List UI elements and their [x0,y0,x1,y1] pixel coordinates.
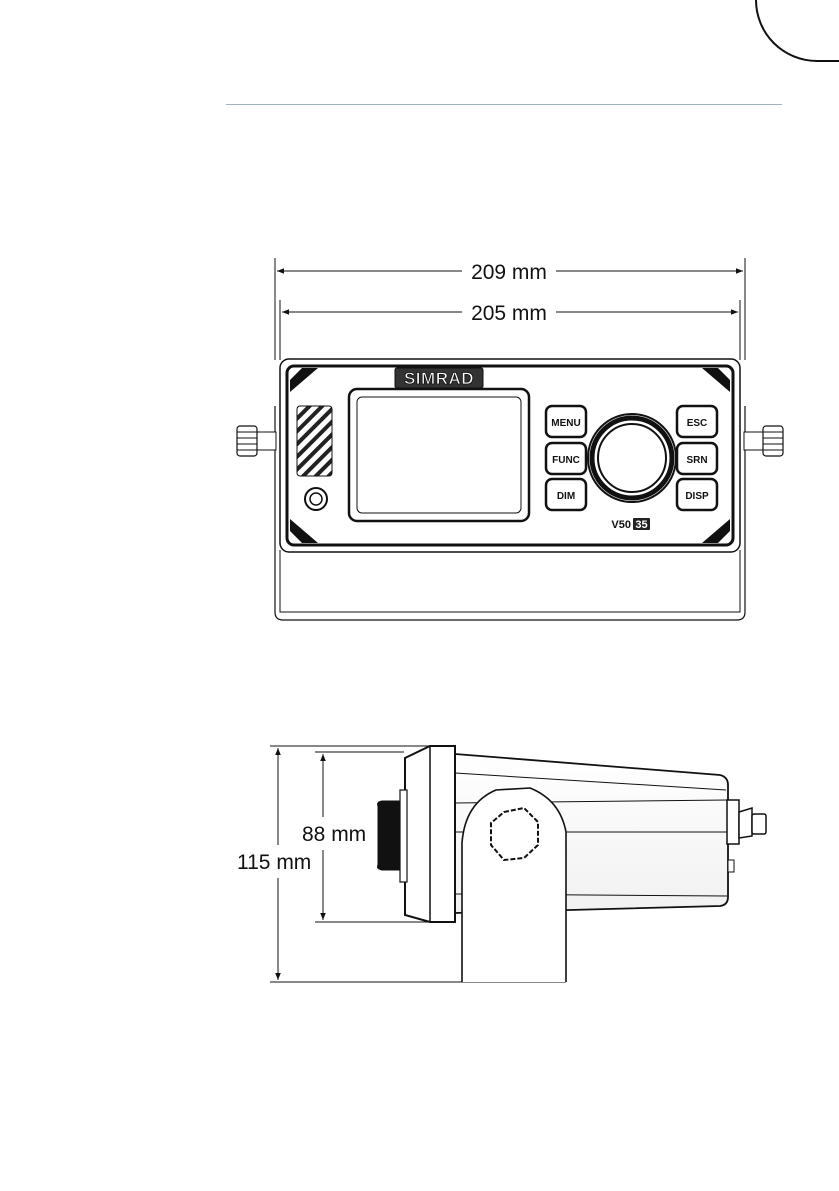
panel-lip [400,790,407,882]
bracket-knob-right [744,426,783,456]
srn-button-label: SRN [686,455,707,466]
rear-connector-plug [739,808,752,838]
menu-button[interactable]: MENU [546,406,586,437]
bracket-inner-edge [280,550,740,612]
disp-button-label: DISP [685,491,709,502]
speaker-grille [297,406,332,476]
panel-width-label: 205 mm [471,302,547,325]
knob-profile [378,801,401,870]
model-suffix: 35 [635,519,647,531]
mic-socket-inner [310,493,322,505]
func-button-label: FUNC [552,455,580,466]
rotary-knob[interactable] [588,414,676,502]
dim-button-label: DIM [557,491,575,502]
disp-button[interactable]: DISP [677,479,717,510]
srn-button[interactable]: SRN [677,443,717,474]
rear-connector-small [728,860,734,872]
display-screen [357,397,521,513]
bracket-mount-knob [491,808,538,860]
panel-height-label: 88 mm [302,823,366,846]
brand-logo: SIMRAD [404,369,474,388]
overall-width-label: 209 mm [471,261,547,284]
model-prefix: V50 [611,519,631,531]
esc-button-label: ESC [687,418,708,429]
front-view: 209 mm 205 mm [237,258,783,620]
rear-connector-cap [752,814,766,834]
side-view: 115 mm 88 mm [237,746,766,982]
bracket-knob-left [237,426,276,456]
rear-connector-block [727,800,739,844]
func-button[interactable]: FUNC [546,443,586,474]
menu-button-label: MENU [551,418,580,429]
esc-button[interactable]: ESC [677,406,717,437]
dim-button[interactable]: DIM [546,479,586,510]
overall-height-label: 115 mm [237,851,311,874]
